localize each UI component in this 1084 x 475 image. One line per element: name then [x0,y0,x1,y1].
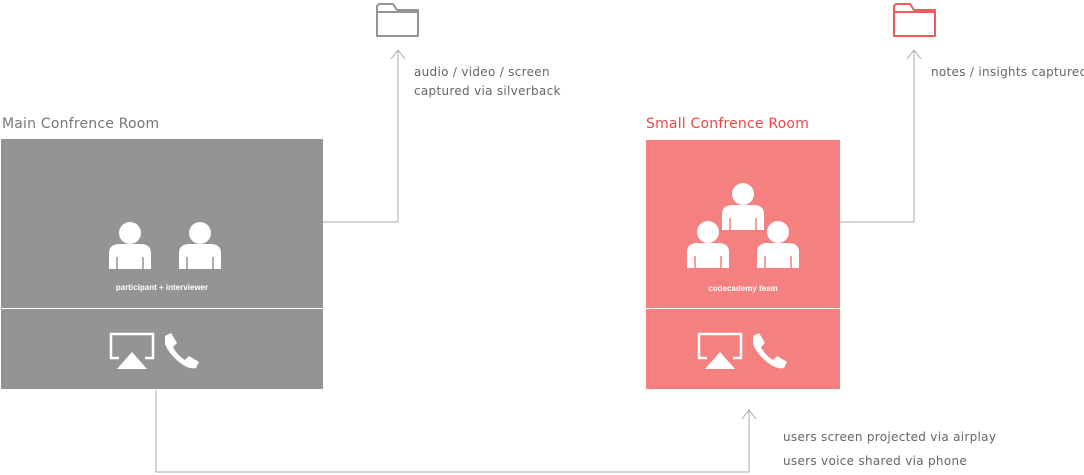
main-room-people-label: participant + interviewer [115,283,209,292]
bottom-caption: users screen projected via airplay users… [783,425,996,473]
phone-icon [165,333,199,369]
main-room-connector [323,50,399,223]
small-room-people-label: codecademy team [708,284,778,293]
small-room-title: Small Confrence Room [646,116,810,132]
caption-line: audio / video / screen [414,65,550,79]
arrow-head-icon [390,49,406,60]
airplay-icon [697,332,743,369]
caption-line: notes / insights captured [931,65,1084,79]
person-icon [757,221,799,268]
caption-line: users screen projected via airplay [783,430,997,444]
small-folder-caption: notes / insights captured [931,63,1084,82]
airplay-icon [109,332,155,369]
folder-icon [893,3,936,37]
small-room-box: codecademy team [646,140,840,389]
arrow-head-icon [741,409,757,420]
phone-icon [753,333,787,369]
main-room-box: participant + interviewer [1,139,323,389]
room-divider [1,308,323,309]
folder-icon [376,3,419,37]
person-icon [109,222,151,269]
arrow-head-icon [906,49,922,60]
main-folder-caption: audio / video / screen captured via silv… [414,63,561,101]
caption-line: users voice shared via phone [783,454,968,468]
room-link-connector [155,390,750,473]
person-icon [687,221,729,268]
small-room-connector [840,50,915,223]
person-icon [179,222,221,269]
caption-line: captured via silverback [414,84,561,98]
room-divider [646,308,840,309]
main-room-title: Main Confrence Room [2,116,160,132]
person-icon [722,183,764,230]
